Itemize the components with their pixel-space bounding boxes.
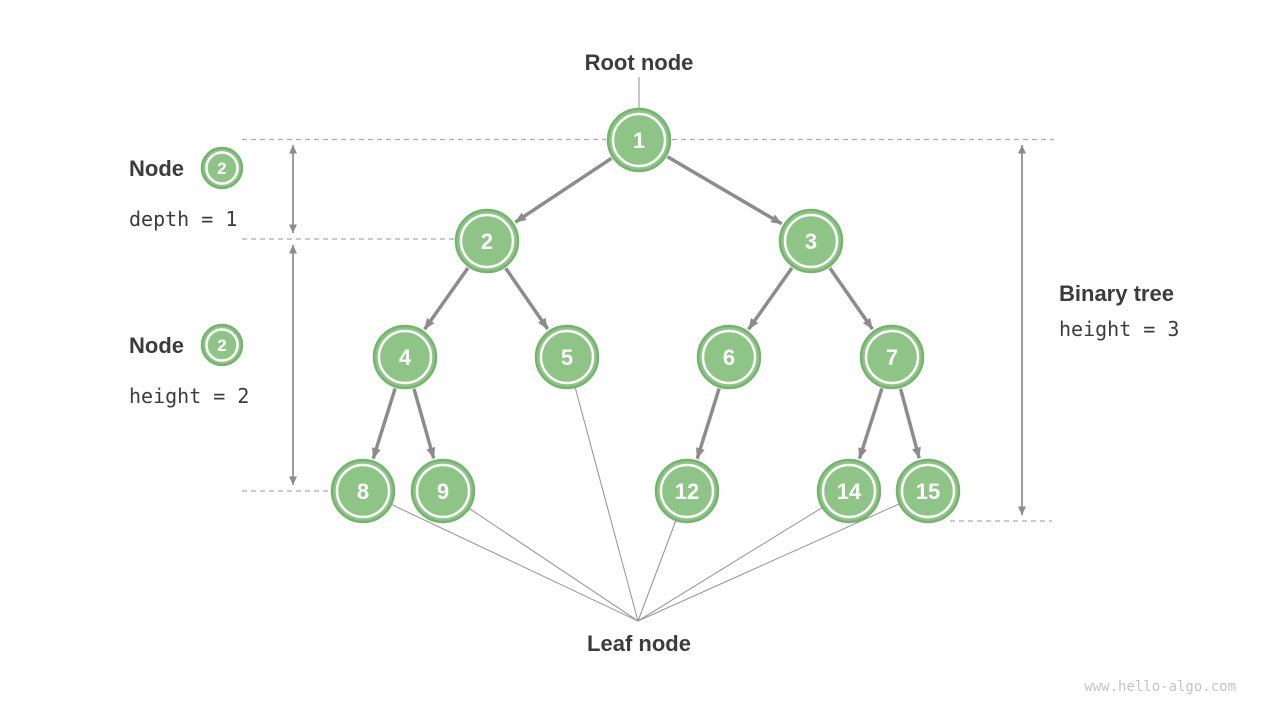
annotation-depth-mini-node: 2 [200,146,244,190]
tree-node-1-value: 1 [633,128,645,153]
annotation-binary-tree-height: Binary tree height = 3 [1059,281,1179,341]
pointer-lines [391,77,900,622]
leaf-line-node-5 [574,387,639,622]
tree-node-9: 9 [410,458,476,524]
tree-node-15: 15 [895,458,961,524]
annotation-height-metric: height = 2 [129,384,249,408]
footer-url: www.hello-algo.com [1084,679,1236,695]
edge-2-4 [423,266,470,331]
tree-node-3-value: 3 [805,229,817,254]
annotation-node-height: Node 2 height = 2 [129,323,249,408]
leaf-node-label: Leaf node [587,631,691,656]
tree-node-12: 12 [654,458,720,524]
leaf-line-node-15 [637,503,900,622]
annotation-depth-metric: depth = 1 [129,207,237,231]
binary-tree-title: Binary tree [1059,281,1174,306]
edge-3-7 [828,267,874,331]
binary-tree-metric: height = 3 [1059,317,1179,341]
annotation-depth-mini-value: 2 [217,159,226,178]
edge-3-6 [747,266,794,331]
tree-node-7-value: 7 [886,345,898,370]
edge-7-14 [857,387,884,460]
tree-node-4-value: 4 [399,345,412,370]
tree-node-5-value: 5 [561,345,573,370]
leaf-line-node-12 [637,520,677,622]
edge-6-12 [695,387,721,460]
leaf-line-node-9 [469,508,639,622]
tree-node-12-value: 12 [675,479,699,504]
measurement-arrows [289,145,1026,515]
edge-1-2 [514,156,613,224]
tree-node-8-value: 8 [357,479,369,504]
annotation-depth-title: Node [129,156,184,181]
annotation-height-mini-value: 2 [217,336,226,355]
edge-4-9 [412,388,436,459]
tree-node-6: 6 [696,324,762,390]
tree-node-3: 3 [778,208,844,274]
root-node-label: Root node [585,50,694,75]
leaf-line-node-14 [637,507,823,622]
edge-4-8 [371,387,397,460]
annotation-node-depth: Node 2 depth = 1 [129,146,244,231]
dashed-guides [242,138,1054,522]
tree-node-9-value: 9 [437,479,449,504]
edge-7-15 [898,388,921,459]
tree-node-14-value: 14 [837,479,862,504]
annotation-height-mini-node: 2 [200,323,244,367]
leaf-line-node-8 [391,504,639,622]
tree-node-7: 7 [859,324,925,390]
tree-node-2: 2 [454,208,520,274]
tree-node-2-value: 2 [481,229,493,254]
tree-node-1: 1 [606,107,672,173]
tree-node-15-value: 15 [916,479,940,504]
edge-1-3 [666,155,783,226]
tree-edges [371,155,921,460]
tree-node-8: 8 [330,458,396,524]
edge-2-5 [504,267,550,330]
tree-node-5: 5 [534,324,600,390]
tree-node-14: 14 [816,458,882,524]
tree-node-4: 4 [372,324,438,390]
tree-nodes: 1 2 3 4 5 6 7 8 [330,107,961,524]
tree-node-6-value: 6 [723,345,735,370]
annotation-height-title: Node [129,333,184,358]
